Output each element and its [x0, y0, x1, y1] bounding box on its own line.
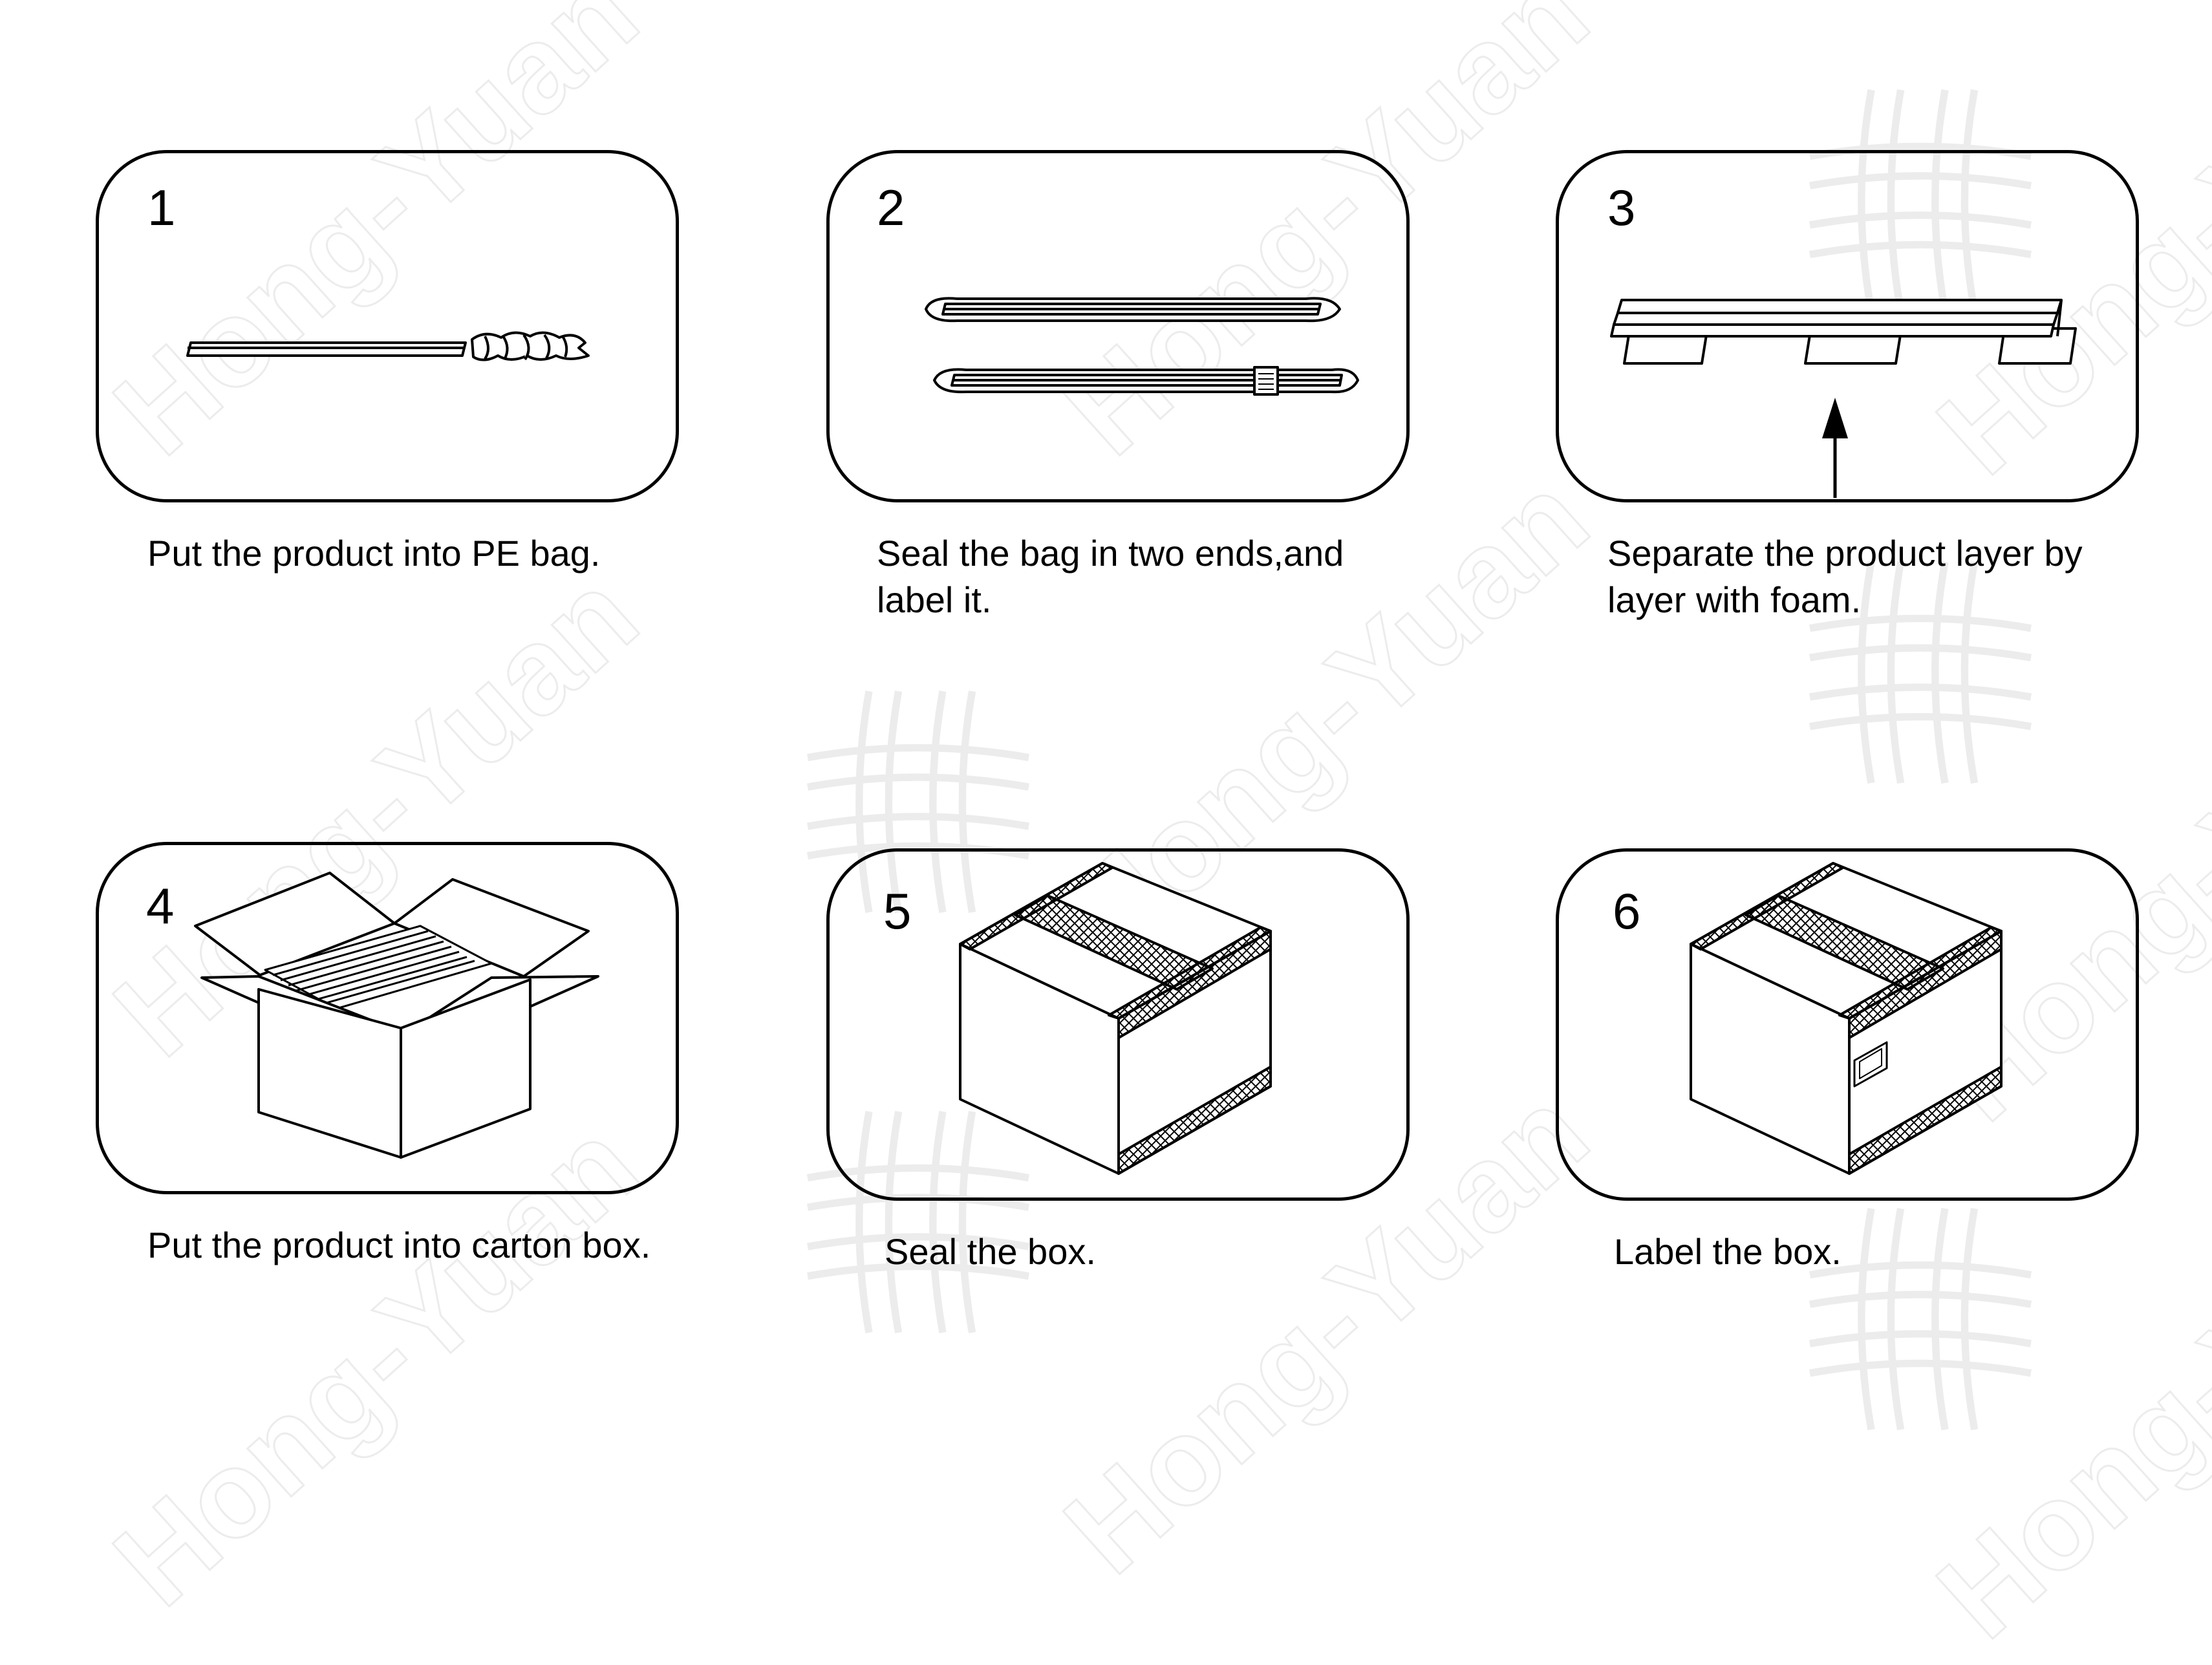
step-6-number: 6	[1613, 883, 1641, 940]
step-6-panel	[1556, 848, 2139, 1201]
step-5-caption: Seal the box.	[885, 1229, 1096, 1275]
step-5-caption-line: Seal the box.	[885, 1231, 1096, 1272]
step-6-caption: Label the box.	[1614, 1229, 1842, 1275]
step-3-caption-line: Separate the product layer by	[1607, 533, 2083, 574]
sealed-box-icon	[959, 862, 1272, 1175]
step-6-caption-line: Label the box.	[1614, 1231, 1842, 1272]
labeled-box-icon	[1690, 862, 2003, 1175]
rod-in-bag-icon	[186, 331, 590, 361]
step-2-panel	[826, 150, 1410, 502]
step-4-panel	[96, 842, 679, 1194]
step-2-caption: Seal the bag in two ends,and label it.	[877, 530, 1344, 623]
step-3-caption-line: layer with foam.	[1607, 579, 1862, 620]
step-4-caption: Put the product into carton box.	[147, 1222, 650, 1269]
step-1-caption-line: Put the product into PE bag.	[147, 533, 601, 574]
step-3-number: 3	[1607, 179, 1636, 236]
step-5-number: 5	[883, 883, 912, 940]
step-2-caption-line: Seal the bag in two ends,and	[877, 533, 1344, 574]
sealed-bags-icon	[925, 297, 1359, 396]
step-2-caption-line: label it.	[877, 579, 992, 620]
step-2-number: 2	[877, 179, 905, 236]
step-1-number: 1	[147, 179, 176, 236]
watermark-text: Hong-Yuan	[1911, 1127, 2212, 1664]
step-1-caption: Put the product into PE bag.	[147, 530, 600, 577]
foam-layers-icon	[1610, 299, 2077, 498]
open-carton-icon	[194, 872, 599, 1159]
step-4-caption-line: Put the product into carton box.	[147, 1225, 651, 1265]
step-1-panel	[96, 150, 679, 502]
step-3-caption: Separate the product layer by layer with…	[1607, 530, 2083, 623]
step-4-number: 4	[146, 877, 175, 934]
step-5-panel	[826, 848, 1410, 1201]
